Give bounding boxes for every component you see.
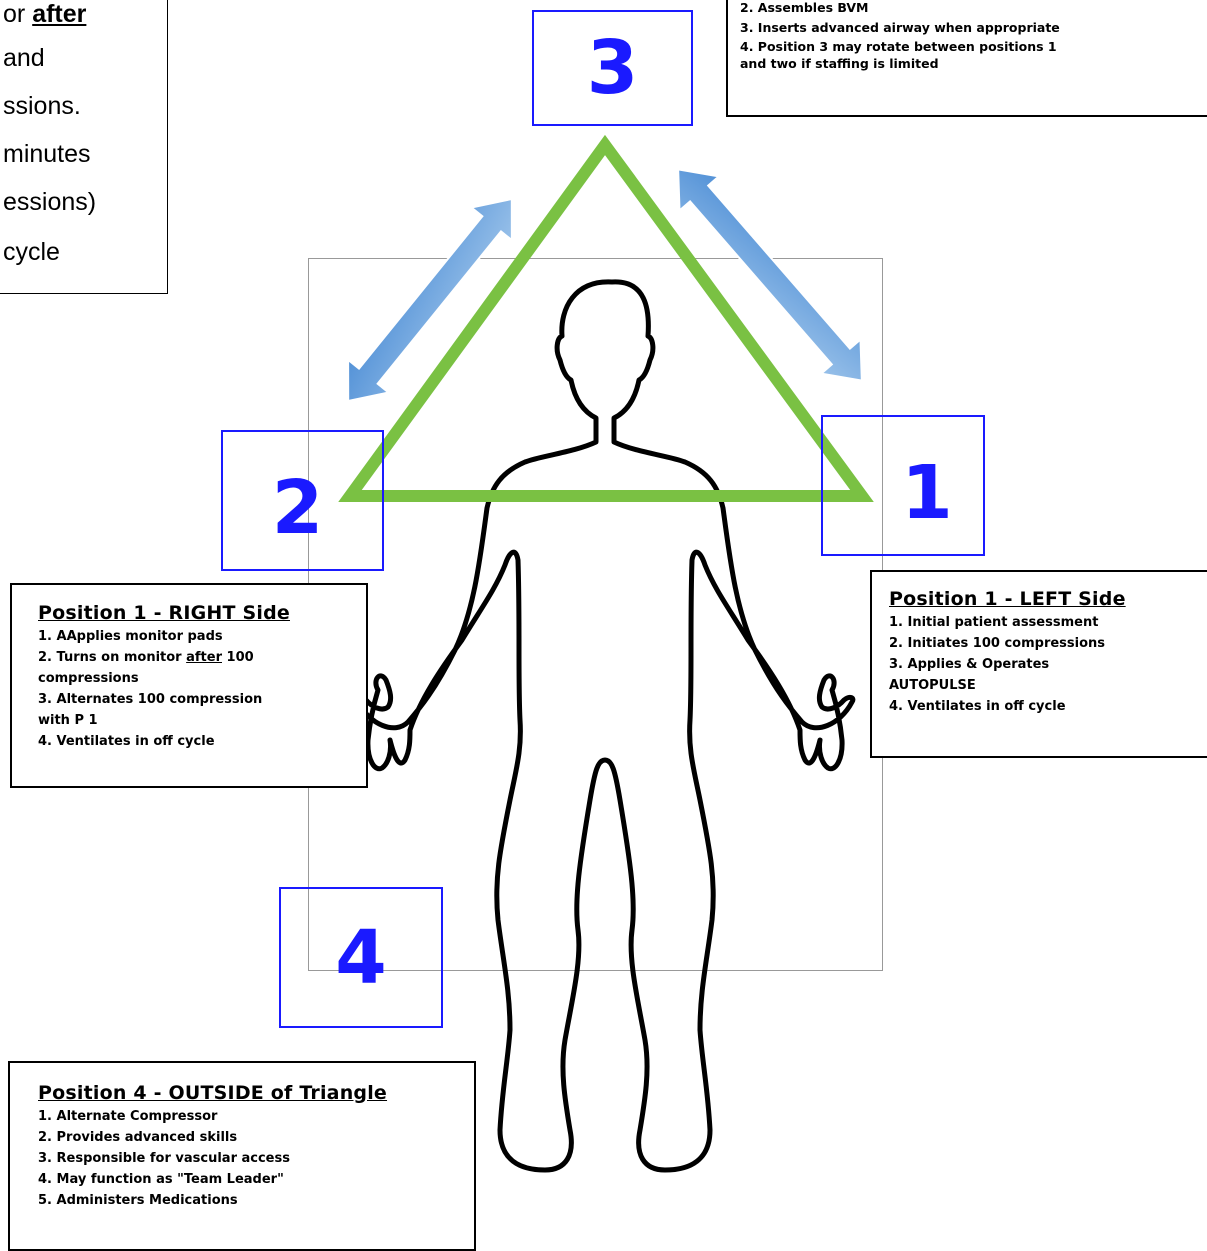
rotation-arrow-3-1 [677, 168, 863, 382]
left-side-item: 3. Applies & Operates [889, 657, 1050, 672]
note-line-6: cycle [3, 238, 60, 266]
note-line-4: minutes [3, 140, 91, 168]
right-side-item: 4. Ventilates in off cycle [38, 734, 215, 749]
left-side-title: Position 1 - LEFT Side [889, 588, 1126, 610]
right-side-item: 2. Turns on monitor after 100 [38, 650, 254, 665]
right-side-box: Position 1 - RIGHT Side 1. AApplies moni… [10, 583, 368, 788]
right-side-title: Position 1 - RIGHT Side [38, 602, 290, 624]
position-3-marker: 3 [532, 10, 693, 126]
position-1-number: 1 [901, 449, 953, 536]
team-triangle [338, 134, 874, 502]
outside-triangle-title: Position 4 - OUTSIDE of Triangle [38, 1082, 388, 1104]
outside-triangle-box: Position 4 - OUTSIDE of Triangle 1. Alte… [8, 1061, 476, 1251]
rotation-note-box: or after and ssions. minutes essions) cy… [0, 0, 168, 294]
right-side-item: compressions [38, 671, 139, 686]
note-line-2: and [3, 44, 45, 72]
outside-item: 3. Responsible for vascular access [38, 1151, 290, 1166]
position3-box: 2. Assembles BVM 3. Inserts advanced air… [726, 0, 1207, 117]
right-side-item: with P 1 [38, 713, 98, 728]
left-side-item: 1. Initial patient assessment [889, 615, 1099, 630]
outside-item: 1. Alternate Compressor [38, 1109, 218, 1124]
left-side-item: 4. Ventilates in off cycle [889, 699, 1066, 714]
right-side-item: 1. AApplies monitor pads [38, 629, 223, 644]
outside-item: 2. Provides advanced skills [38, 1130, 238, 1145]
position-1-marker: 1 [821, 415, 985, 556]
note-line-1: or after [3, 0, 87, 28]
position3-item: 3. Inserts advanced airway when appropri… [740, 20, 1060, 35]
position-4-number: 4 [335, 914, 387, 1001]
left-side-item: 2. Initiates 100 compressions [889, 636, 1106, 651]
left-side-item: AUTOPULSE [889, 678, 976, 693]
position-2-marker: 2 [221, 430, 384, 571]
outside-item: 5. Administers Medications [38, 1193, 238, 1208]
note-line-3: ssions. [3, 92, 81, 120]
position3-item: 4. Position 3 may rotate between positio… [740, 39, 1057, 54]
note-line-5: essions) [3, 188, 97, 216]
position3-item: and two if staffing is limited [740, 56, 939, 71]
position3-item: 2. Assembles BVM [740, 0, 869, 15]
right-side-item: 3. Alternates 100 compression [38, 692, 263, 707]
position-2-number: 2 [271, 464, 324, 551]
human-body-outline [354, 279, 856, 1173]
left-side-box: Position 1 - LEFT Side 1. Initial patien… [870, 570, 1207, 758]
position-4-marker: 4 [279, 887, 443, 1028]
rotation-arrow-2-3 [347, 197, 513, 403]
outside-item: 4. May function as "Team Leader" [38, 1172, 284, 1187]
position-3-number: 3 [586, 25, 639, 111]
